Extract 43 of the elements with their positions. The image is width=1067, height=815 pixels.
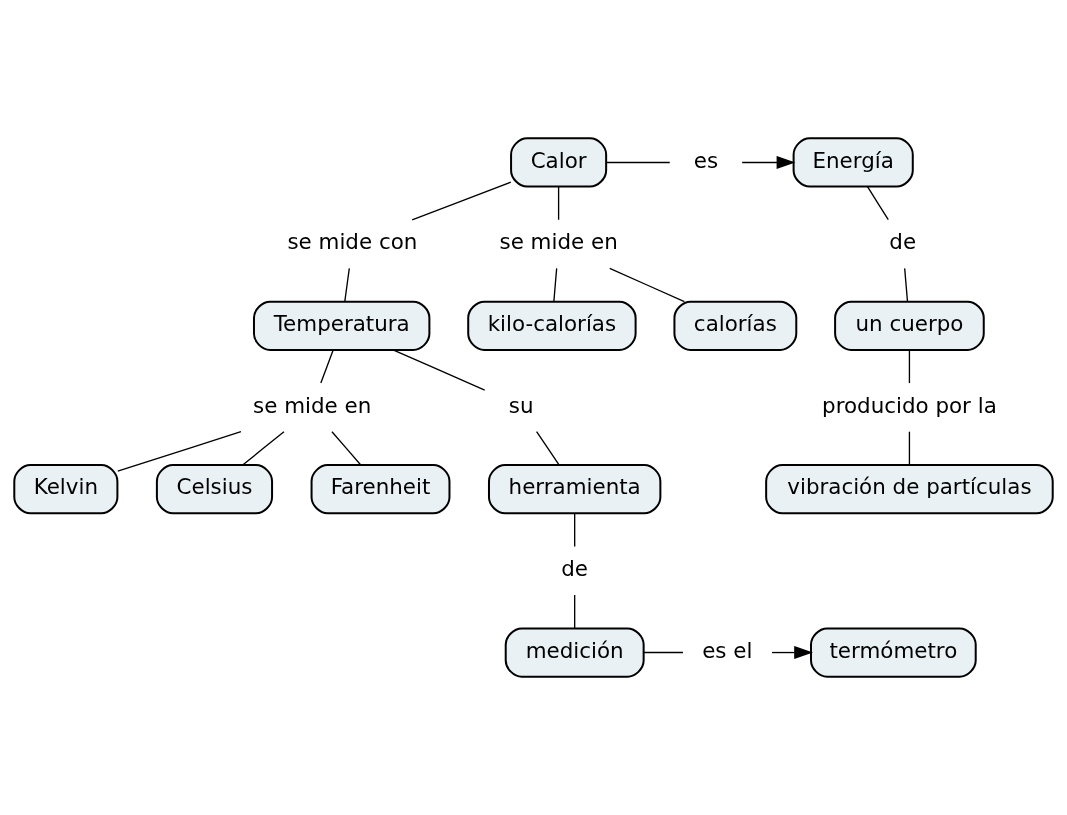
node-box: un cuerpo (834, 300, 985, 351)
node-box: termómetro (810, 627, 977, 678)
connector (574, 512, 576, 548)
node-text: se mide con (287, 229, 418, 255)
node-box: Farenheit (310, 464, 451, 515)
connector (908, 431, 911, 466)
node-text: se mide en (253, 392, 372, 418)
connector (392, 349, 486, 391)
node-box: Calor (510, 137, 608, 188)
node-text: producido por la (822, 392, 997, 418)
node-box: Temperatura (252, 300, 431, 351)
node-text: es (693, 147, 719, 173)
node-box: herramienta (487, 464, 662, 515)
connector (643, 651, 684, 654)
node-text: se mide en (499, 229, 618, 255)
connector (117, 431, 242, 472)
connector (609, 267, 685, 303)
connector (574, 594, 576, 629)
node-box: kilo-calorías (467, 300, 637, 351)
node-text: es el (702, 637, 753, 663)
connector (553, 267, 558, 303)
node-box: Celsius (155, 464, 274, 515)
connector (866, 186, 889, 221)
connector (904, 267, 909, 303)
node-box: calorías (673, 300, 798, 351)
connector (331, 431, 362, 466)
arrow (741, 155, 796, 170)
connector (344, 267, 350, 303)
node-box: Energía (792, 137, 914, 188)
connector (908, 349, 911, 384)
connector (411, 181, 512, 221)
arrow (771, 645, 813, 660)
node-text: su (508, 392, 534, 418)
connector (242, 431, 285, 466)
connector (557, 186, 560, 221)
connector (320, 349, 334, 384)
node-box: medición (504, 627, 645, 678)
connector (535, 431, 560, 466)
node-box: Kelvin (13, 464, 119, 515)
node-text: de (889, 229, 917, 255)
connector (605, 161, 671, 164)
node-box: vibración de partículas (765, 464, 1054, 515)
node-text: de (561, 555, 589, 581)
